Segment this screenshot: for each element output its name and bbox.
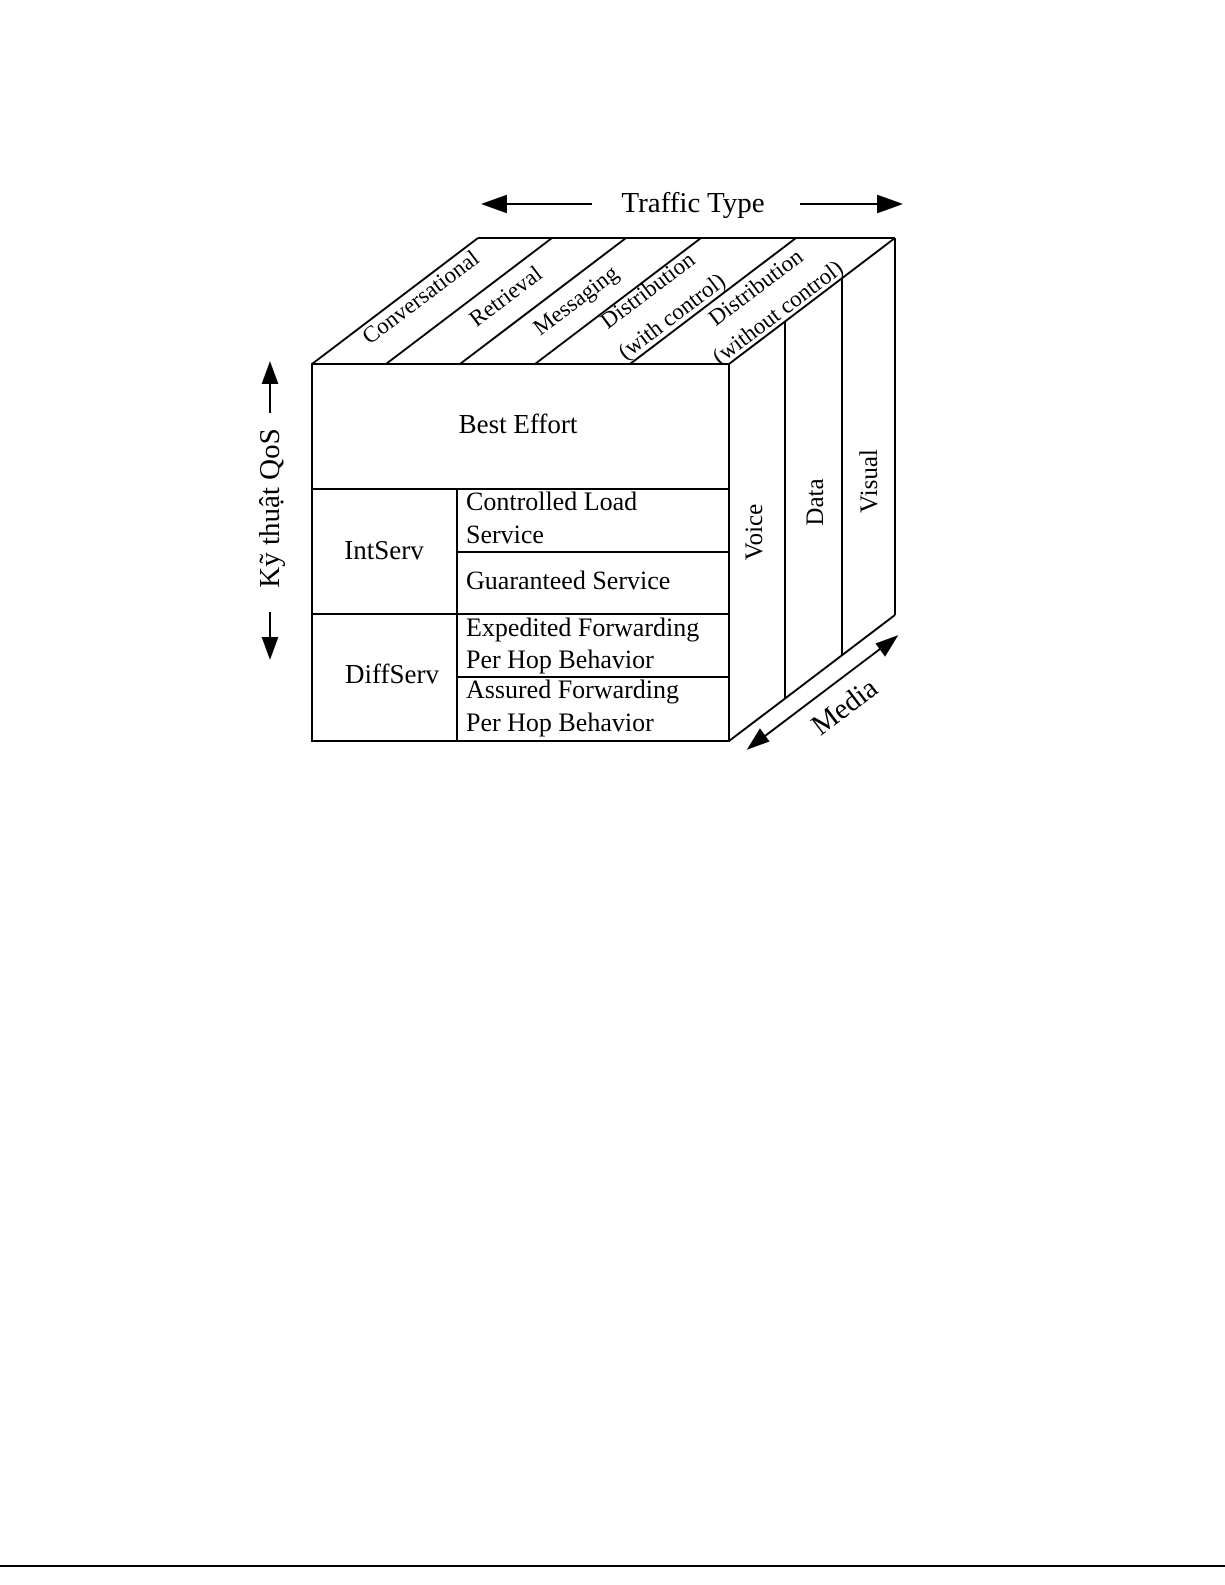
media-visual: Visual xyxy=(856,449,883,513)
qos-axis: Kỹ thuật QoS xyxy=(254,364,286,657)
media-voice: Voice xyxy=(741,504,768,560)
traffic-conversational: Conversational xyxy=(357,245,483,349)
qos-expedited-line1: Expedited Forwarding xyxy=(466,613,699,642)
arrow-down-left-icon xyxy=(749,730,768,748)
media-axis: Media xyxy=(749,637,896,748)
arrow-right-icon xyxy=(878,196,900,212)
qos-expedited-line2: Per Hop Behavior xyxy=(466,645,654,674)
arrow-up-right-icon xyxy=(877,637,896,655)
media-labels: Voice Data Visual xyxy=(741,449,883,560)
page-bottom-rule xyxy=(0,1565,1225,1567)
qos-diffserv: DiffServ xyxy=(345,659,439,689)
arrow-left-icon xyxy=(484,196,506,212)
traffic-type-axis: Traffic Type xyxy=(484,187,900,219)
qos-assured-line1: Assured Forwarding xyxy=(466,675,679,704)
media-axis-label: Media xyxy=(805,672,884,742)
qos-controlled-load-line2: Service xyxy=(466,520,544,549)
qos-assured-line2: Per Hop Behavior xyxy=(466,708,654,737)
arrow-up-icon xyxy=(263,364,277,383)
qos-axis-label: Kỹ thuật QoS xyxy=(254,428,286,588)
traffic-type-labels: Conversational Retrieval Messaging Distr… xyxy=(357,243,847,369)
qos-labels: Best Effort IntServ Controlled Load Serv… xyxy=(344,409,699,737)
media-data: Data xyxy=(802,478,829,525)
qos-guaranteed-service: Guaranteed Service xyxy=(466,566,670,595)
qos-best-effort: Best Effort xyxy=(459,409,578,439)
qos-controlled-load-line1: Controlled Load xyxy=(466,487,637,516)
arrow-down-icon xyxy=(263,638,277,657)
traffic-type-label: Traffic Type xyxy=(621,187,764,219)
qos-intserv: IntServ xyxy=(344,535,424,565)
